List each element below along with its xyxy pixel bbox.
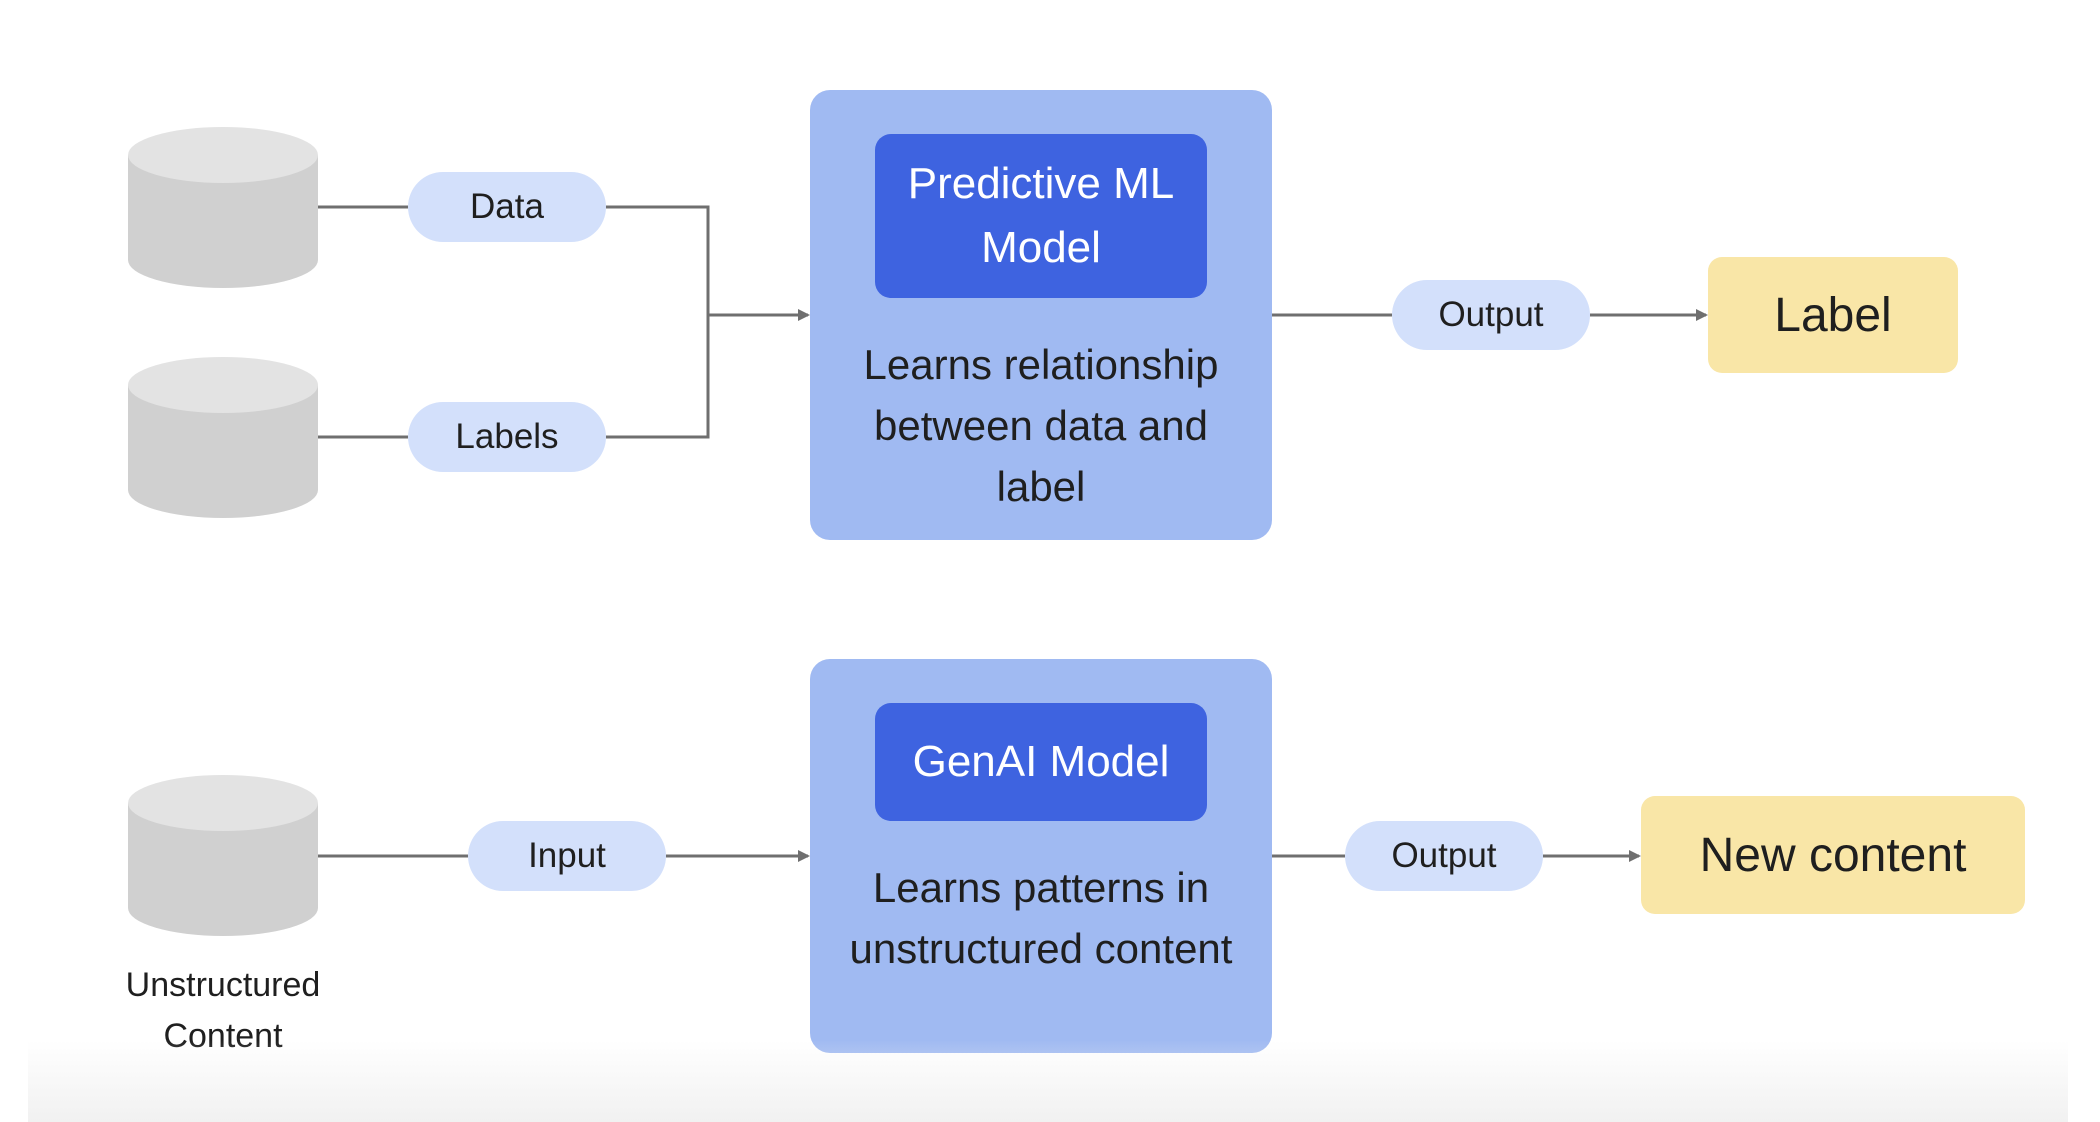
top-output-pill: Output bbox=[1392, 280, 1590, 350]
predictive-ml-model-title: Predictive ML Model bbox=[875, 134, 1207, 298]
labels-pill: Labels bbox=[408, 402, 606, 472]
data-pill-label: Data bbox=[470, 187, 544, 226]
labels-pill-label: Labels bbox=[455, 417, 559, 456]
predictive-ml-model-box: Predictive ML Model Learns relationship … bbox=[810, 90, 1272, 540]
unstructured-content-database-icon bbox=[128, 775, 318, 936]
connector-data-pill-to-merge bbox=[606, 205, 710, 439]
genai-model-title: GenAI Model bbox=[875, 703, 1207, 821]
input-pill: Input bbox=[468, 821, 666, 891]
label-result-box: Label bbox=[1708, 257, 1958, 373]
input-pill-label: Input bbox=[528, 836, 606, 875]
bottom-output-pill: Output bbox=[1345, 821, 1543, 891]
data-database-icon bbox=[128, 127, 318, 288]
data-pill: Data bbox=[408, 172, 606, 242]
bottom-fade-overlay bbox=[28, 1040, 2068, 1122]
new-content-result-text: New content bbox=[1699, 828, 1967, 882]
genai-model-description: Learns patterns in unstructured content bbox=[849, 864, 1233, 972]
bottom-output-pill-label: Output bbox=[1391, 836, 1497, 875]
top-output-pill-label: Output bbox=[1438, 295, 1544, 334]
new-content-result-box: New content bbox=[1641, 796, 2025, 914]
predictive-ml-model-description: Learns relationship between data and lab… bbox=[863, 341, 1219, 510]
genai-model-box: GenAI Model Learns patterns in unstructu… bbox=[810, 659, 1272, 1053]
labels-database-icon bbox=[128, 357, 318, 518]
label-result-text: Label bbox=[1774, 288, 1892, 342]
